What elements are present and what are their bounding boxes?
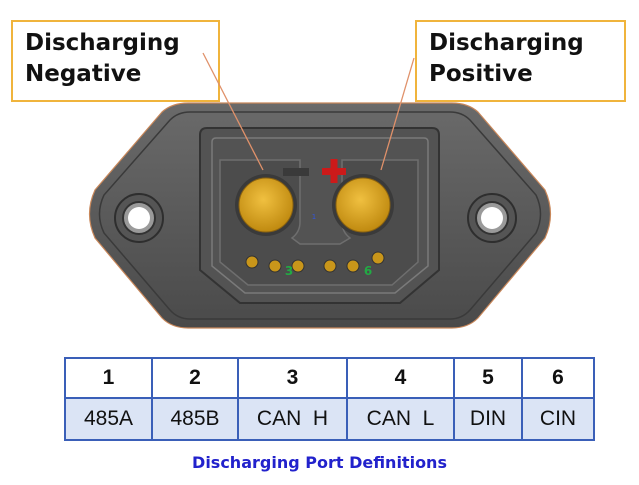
leader-line-negative [202,52,264,171]
pin-number-cell: 2 [151,357,239,399]
table-header-row: 1 2 3 4 5 6 [64,357,595,399]
port-definition-table: 1 2 3 4 5 6 485A 485B CAN H CAN L DIN CI… [64,357,595,441]
plus-symbol [322,159,346,183]
pin-function-cell: DIN [453,397,523,441]
minus-symbol [283,168,309,176]
signal-pin [371,251,385,265]
signal-pin [346,259,360,273]
pin-number-cell: 6 [521,357,595,399]
callout-discharging-negative: Discharging Negative [11,20,220,102]
leader-line-positive [380,57,415,171]
center-label: 1 [312,213,316,221]
pin-number-cell: 3 [237,357,348,399]
signal-pin [268,259,282,273]
pin-label-left: 3 [285,264,293,278]
pin-function-cell: CAN L [346,397,455,441]
diagram-caption: Discharging Port Definitions [192,453,447,472]
callout-positive-line2: Positive [429,61,533,87]
positive-terminal [332,174,394,236]
pin-function-cell: CAN H [237,397,348,441]
pin-number-cell: 1 [64,357,153,399]
callout-discharging-positive: Discharging Positive [415,20,626,102]
negative-terminal [235,174,297,236]
connector-illustration: 1 3 6 [88,52,552,329]
signal-pin [291,259,305,273]
signal-pin [323,259,337,273]
pin-function-cell: CIN [521,397,595,441]
signal-pin [245,255,259,269]
callout-positive-line1: Discharging [429,30,584,56]
pin-function-cell: 485B [151,397,239,441]
mounting-hole-right [467,193,517,243]
pin-function-cell: 485A [64,397,153,441]
table-function-row: 485A 485B CAN H CAN L DIN CIN [64,397,595,441]
signal-pins [245,251,385,273]
pin-number-cell: 4 [346,357,455,399]
mounting-hole-left [114,193,164,243]
pin-label-right: 6 [364,264,372,278]
callout-negative-line2: Negative [25,61,142,87]
callout-negative-line1: Discharging [25,30,180,56]
pin-number-cell: 5 [453,357,523,399]
